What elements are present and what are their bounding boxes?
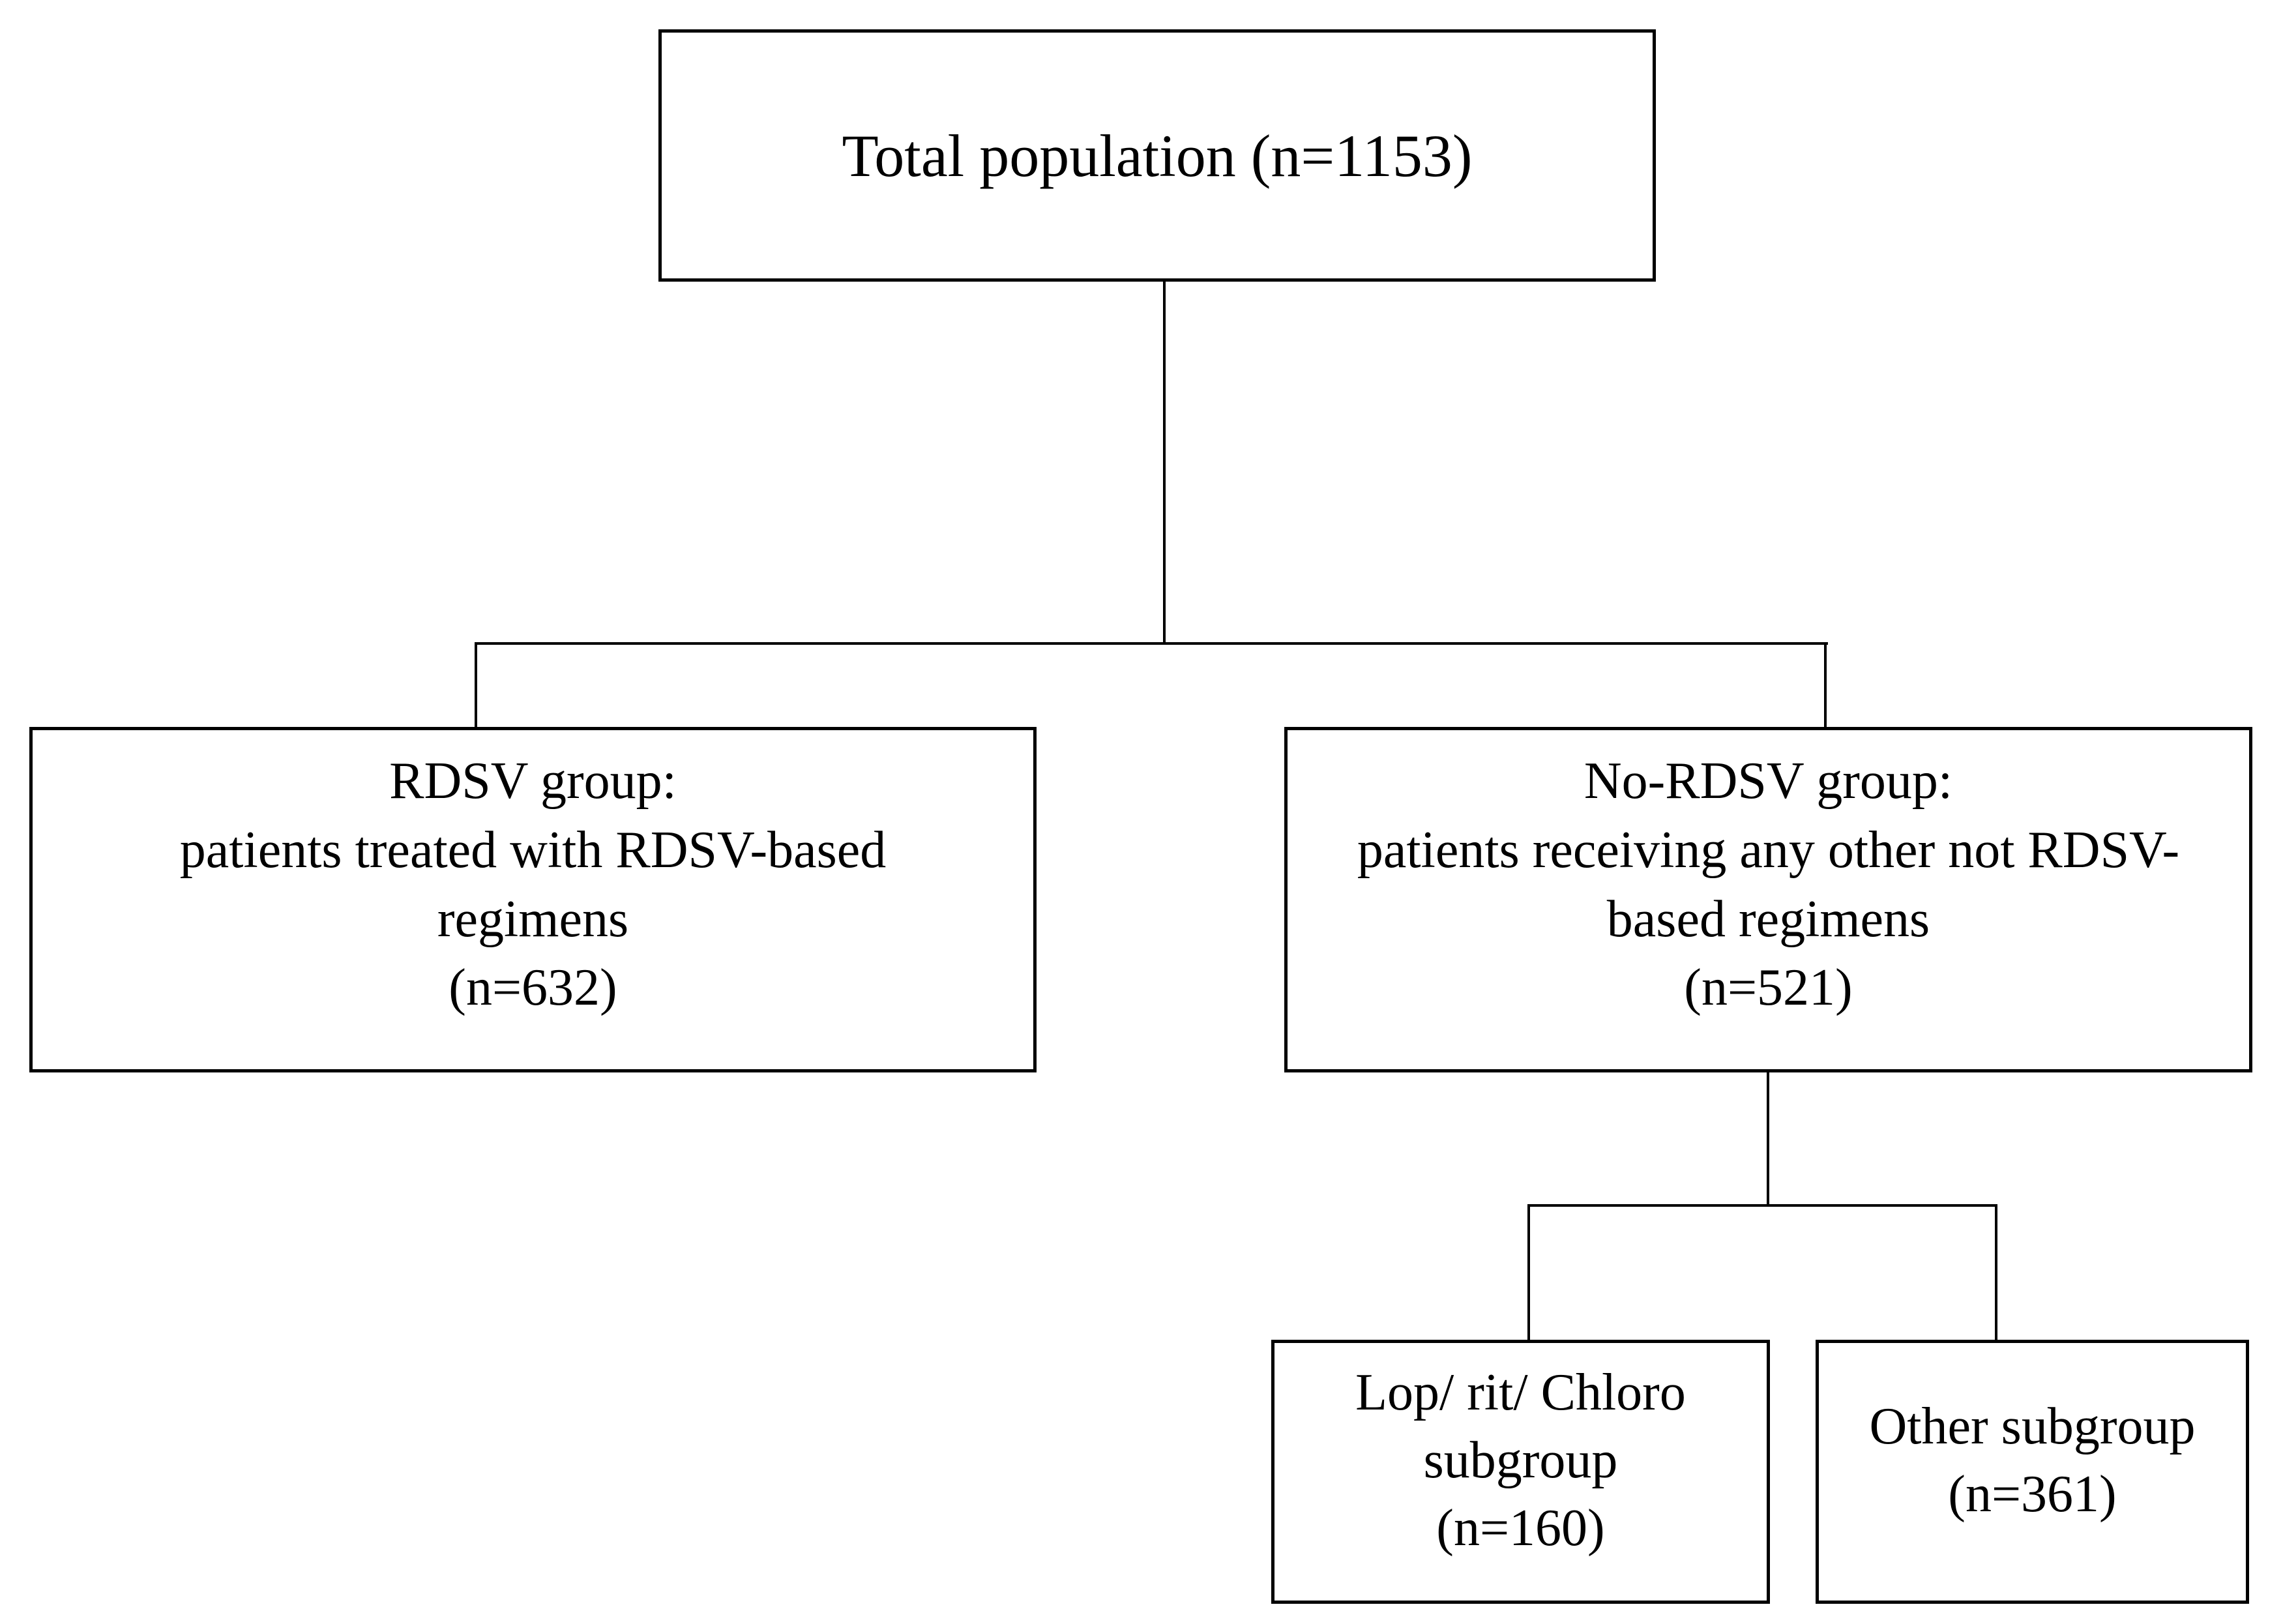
node-lop-rit-chloro-count: (n=160) xyxy=(1436,1499,1605,1557)
connector-subgroup-left-stub xyxy=(1527,1204,1530,1341)
node-rdsv-group-label-line: patients treated with RDSV-based xyxy=(179,821,887,879)
node-total-population: Total population (n=1153) xyxy=(658,29,1656,282)
connector-subgroup-horizontal xyxy=(1527,1204,1997,1207)
node-rdsv-group: RDSV group: patients treated with RDSV-b… xyxy=(29,727,1037,1072)
node-rdsv-group-count: (n=632) xyxy=(449,959,617,1017)
node-no-rdsv-group-count: (n=521) xyxy=(1684,959,1853,1017)
node-other-subgroup-label: Other subgroup xyxy=(1869,1398,2196,1455)
node-rdsv-group-label-line: RDSV group: xyxy=(389,752,677,810)
connector-branch-left-stub xyxy=(475,642,477,728)
node-no-rdsv-group: No-RDSV group: patients receiving any ot… xyxy=(1284,727,2252,1072)
node-lop-rit-chloro-label-line: Lop/ rit/ Chloro xyxy=(1355,1364,1686,1421)
connector-total-stem xyxy=(1163,282,1166,644)
node-lop-rit-chloro-subgroup: Lop/ rit/ Chloro subgroup (n=160) xyxy=(1271,1340,1770,1604)
connector-branch-horizontal xyxy=(475,642,1828,645)
connector-branch-right-stub xyxy=(1824,642,1827,728)
connector-subgroup-right-stub xyxy=(1995,1204,1997,1341)
connector-no-rdsv-stem xyxy=(1767,1072,1769,1207)
node-rdsv-group-label-line: regimens xyxy=(437,890,629,948)
node-total-population-label: Total population (n=1153) xyxy=(842,122,1473,189)
node-lop-rit-chloro-label-line: subgroup xyxy=(1423,1432,1618,1489)
node-no-rdsv-group-label-line: patients receiving any other not RDSV- xyxy=(1357,821,2180,879)
node-no-rdsv-group-label-line: based regimens xyxy=(1606,890,1930,948)
node-no-rdsv-group-label-line: No-RDSV group: xyxy=(1583,752,1953,810)
node-other-subgroup: Other subgroup (n=361) xyxy=(1816,1340,2249,1604)
node-other-subgroup-count: (n=361) xyxy=(1948,1466,2117,1523)
